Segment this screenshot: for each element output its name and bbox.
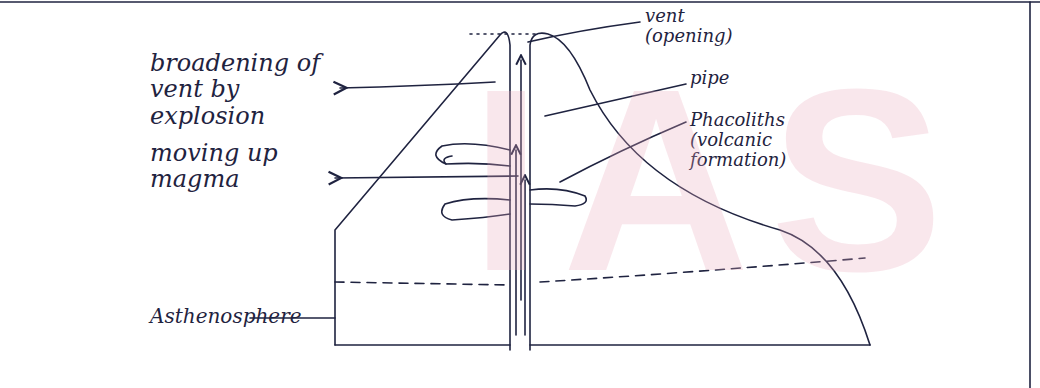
callout-label: broadening of vent by explosion	[150, 50, 340, 129]
phacolith	[444, 156, 452, 164]
base-line	[335, 344, 870, 346]
crater-dots	[470, 33, 540, 35]
leader-line	[528, 22, 640, 42]
callout-label: vent (opening)	[645, 6, 740, 46]
frame-line	[0, 1, 1040, 3]
layer-label: Asthenosphere	[150, 305, 350, 327]
callout-label: moving up magma	[150, 140, 310, 193]
frame-line	[1029, 2, 1031, 388]
watermark: IAS	[470, 50, 1030, 310]
